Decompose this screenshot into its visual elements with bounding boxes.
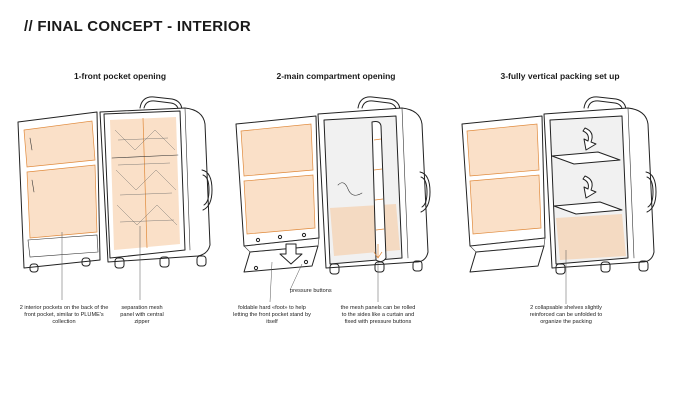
page-title: // FINAL CONCEPT - INTERIOR	[24, 18, 251, 35]
annotation-leaders	[61, 226, 567, 304]
note-foldable-foot: foldable hard «foot» to help letting the…	[233, 305, 311, 325]
note-interior-pockets: 2 interior pockets on the back of the fr…	[19, 305, 109, 325]
note-pressure-buttons: pressure buttons	[290, 288, 332, 294]
panel-3-heading: 3-fully vertical packing set up	[500, 71, 620, 81]
note-collapsable-shelves: 2 collapsable shelves slightly reinforce…	[529, 305, 603, 325]
panel-1-heading: 1-front pocket opening	[73, 71, 167, 81]
panel-2-heading: 2-main compartment opening	[276, 71, 396, 81]
suitcase-1-drawing	[17, 96, 213, 273]
note-separation-mesh: separation mesh panel with central zippe…	[120, 305, 164, 325]
suitcase-2-drawing	[235, 96, 431, 275]
suitcase-3-drawing	[461, 96, 657, 275]
note-mesh-panels: the mesh panels can be rolled to the sid…	[340, 305, 416, 325]
